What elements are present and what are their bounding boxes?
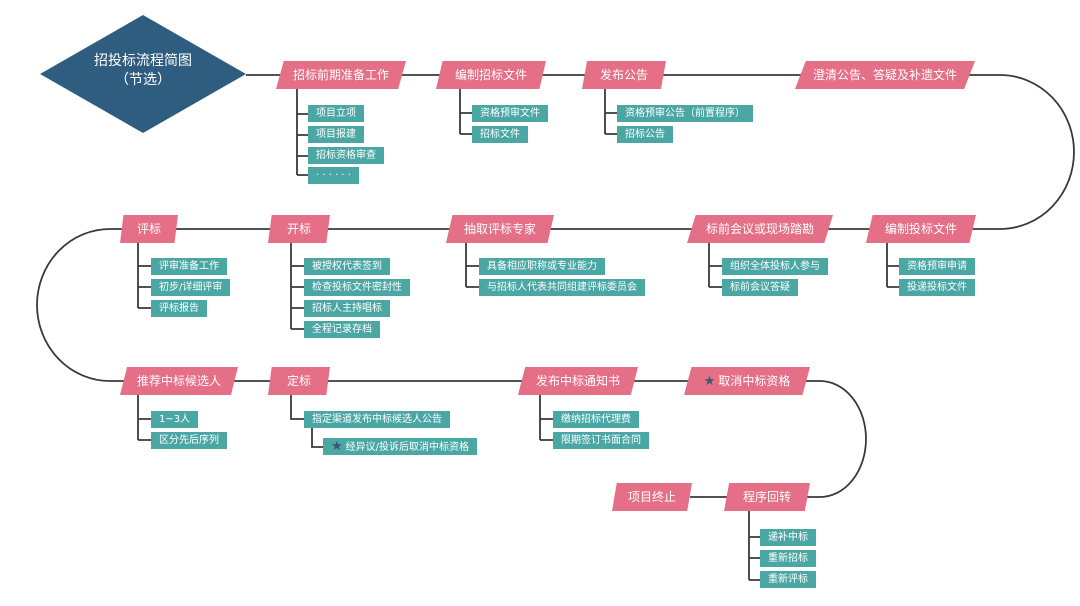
leaf-compile-tender-1: 资格预审文件 [472, 105, 548, 122]
leaf-evaluate-1: 评审准备工作 [151, 258, 227, 275]
title-line-1: 招投标流程简图 [94, 53, 192, 69]
title-line-2: （节选） [115, 72, 171, 88]
leaf-publish-notice-2: 招标公告 [617, 126, 673, 143]
star-icon: ★ [703, 374, 716, 389]
stage-clarify: 澄清公告、答疑及补遗文件 [795, 61, 975, 89]
stage-decide: 定标 [268, 367, 330, 395]
stage-compile-tender: 编制招标文件 [436, 61, 546, 89]
leaf-prep-4: · · · · · · [308, 167, 359, 184]
leaf-compile-bid-2: 投递投标文件 [899, 279, 975, 296]
leaf-publish-notice-1: 资格预审公告（前置程序） [617, 105, 753, 122]
stage-award-notice: 发布中标通知书 [518, 367, 638, 395]
leaf-recommend-2: 区分先后序列 [151, 432, 227, 449]
star-icon: ★ [331, 439, 343, 454]
leaf-pre-bid-meeting-2: 标前会议答疑 [722, 279, 798, 296]
stage-cancel-label: 取消中标资格 [718, 374, 791, 388]
leaf-open-bid-3: 招标人主持唱标 [304, 300, 390, 317]
stage-prep: 招标前期准备工作 [276, 61, 406, 89]
stage-cancel: ★取消中标资格 [684, 367, 810, 395]
stage-evaluate: 评标 [120, 215, 178, 243]
leaf-reopen-2: 重新招标 [760, 550, 816, 567]
leaf-decide-1: 指定渠道发布中标候选人公告 [304, 411, 450, 428]
stage-pre-bid-meeting: 标前会议或现场踏勘 [687, 215, 833, 243]
leaf-open-bid-2: 检查投标文件密封性 [304, 279, 410, 296]
leaf-award-notice-1: 缴纳招标代理费 [553, 411, 639, 428]
leaf-award-notice-2: 限期签订书面合同 [553, 432, 649, 449]
leaf-decide-2: ★经异议/投诉后取消中标资格 [323, 438, 478, 455]
leaf-pre-bid-meeting-1: 组织全体投标人参与 [722, 258, 828, 275]
stage-compile-bid: 编制投标文件 [866, 215, 976, 243]
leaf-decide-2-label: 经异议/投诉后取消中标资格 [345, 442, 470, 453]
leaf-reopen-3: 重新评标 [760, 571, 816, 588]
leaf-recommend-1: 1~3人 [151, 411, 199, 428]
stage-recommend: 推荐中标候选人 [120, 367, 238, 395]
leaf-evaluate-3: 评标报告 [151, 300, 207, 317]
stage-terminate: 项目终止 [612, 483, 692, 511]
stage-reopen: 程序回转 [724, 483, 810, 511]
leaf-draw-experts-1: 具备相应职称或专业能力 [479, 258, 605, 275]
stage-open-bid: 开标 [268, 215, 330, 243]
leaf-open-bid-4: 全程记录存档 [304, 321, 380, 338]
leaf-compile-bid-1: 资格预审申请 [899, 258, 975, 275]
diagram-title: 招投标流程简图 （节选） [40, 52, 246, 90]
title-diamond [40, 15, 246, 133]
leaf-prep-1: 项目立项 [308, 105, 364, 122]
leaf-evaluate-2: 初步/详细评审 [151, 279, 231, 296]
stage-publish-notice: 发布公告 [582, 61, 666, 89]
stage-draw-experts: 抽取评标专家 [446, 215, 554, 243]
leaf-draw-experts-2: 与招标人代表共同组建评标委员会 [479, 279, 645, 296]
leaf-open-bid-1: 被授权代表签到 [304, 258, 390, 275]
leaf-prep-3: 招标资格审查 [308, 147, 384, 164]
leaf-compile-tender-2: 招标文件 [472, 126, 528, 143]
leaf-reopen-1: 递补中标 [760, 529, 816, 546]
leaf-prep-2: 项目报建 [308, 126, 364, 143]
